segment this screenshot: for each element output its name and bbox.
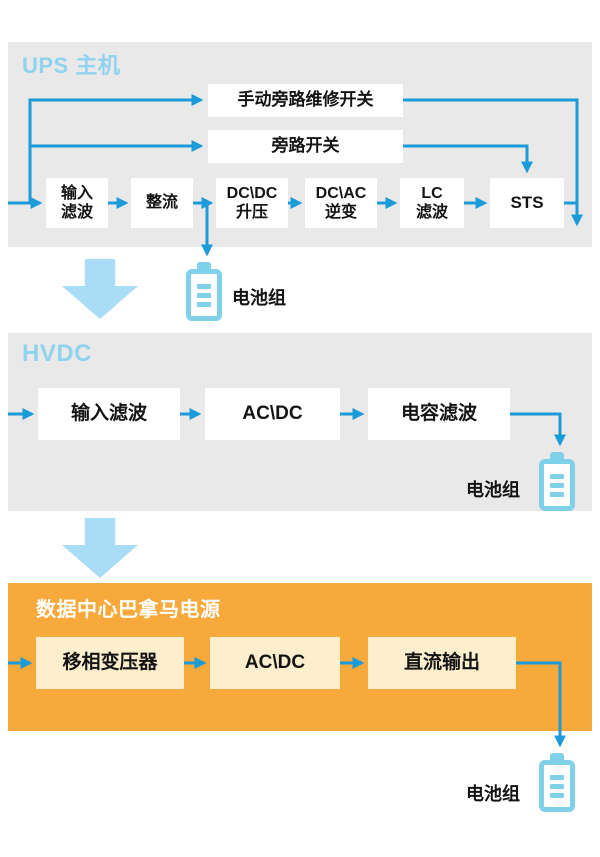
ups-battery-label: 电池组 (232, 288, 286, 308)
hvdc-battery-label: 电池组 (466, 480, 520, 500)
ups-dcdc-boost-box: DC\DC 升压 (216, 178, 288, 228)
ups-sts-box: STS (490, 178, 564, 228)
battery-cap (550, 452, 564, 459)
ups-panel-title: UPS 主机 (22, 53, 121, 78)
ups-bypass-box: 旁路开关 (208, 130, 403, 163)
ups-input-filter-box: 输入 滤波 (46, 178, 108, 228)
hvdc-acdc-box: AC\DC (205, 388, 340, 440)
panama-panel-title: 数据中心巴拿马电源 (36, 599, 221, 621)
ups-lc-filter-box: LC 滤波 (400, 178, 464, 228)
battery-body (186, 269, 222, 321)
battery-cap (550, 753, 564, 760)
ups-manual-bypass-box: 手动旁路维修开关 (208, 84, 403, 117)
battery-body (539, 760, 575, 812)
ups-dcac-inverter-box: DC\AC 逆变 (305, 178, 377, 228)
panama-dc-output-box: 直流输出 (368, 637, 516, 689)
panama-phase-shift-transformer-box: 移相变压器 (36, 637, 184, 689)
ups-rectifier-box: 整流 (131, 178, 193, 228)
battery-icon (539, 753, 575, 812)
panama-acdc-box: AC\DC (210, 637, 340, 689)
battery-icon (539, 452, 575, 511)
battery-icon (186, 262, 222, 321)
panama-battery-label: 电池组 (466, 784, 520, 804)
hvdc-input-filter-box: 输入滤波 (38, 388, 180, 440)
battery-cap (197, 262, 211, 269)
hvdc-panel-title: HVDC (22, 340, 93, 367)
battery-body (539, 459, 575, 511)
hvdc-cap-filter-box: 电容滤波 (368, 388, 510, 440)
down-arrow-icon (62, 518, 138, 578)
down-arrow-icon (62, 259, 138, 319)
